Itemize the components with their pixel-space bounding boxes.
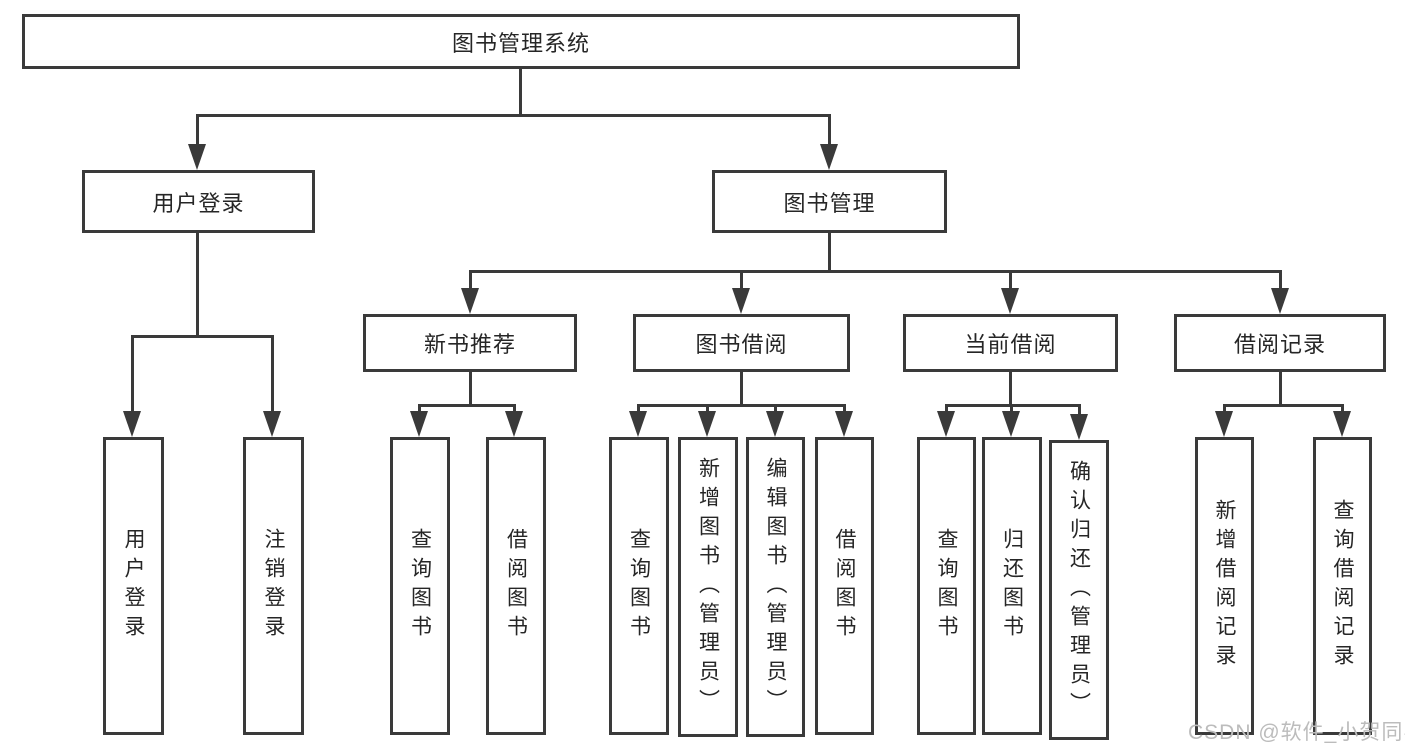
leaf-add-borrow-record-label: 新增借阅记录 bbox=[1213, 499, 1236, 673]
connector-leaf-drop bbox=[513, 404, 516, 414]
arrowhead-down-icon bbox=[123, 411, 141, 437]
leaf-query-books-current-label: 查询图书 bbox=[935, 528, 958, 644]
arrowhead-down-icon bbox=[1002, 411, 1020, 437]
connector-level3-drop bbox=[1009, 270, 1012, 290]
arrowhead-down-icon bbox=[461, 288, 479, 314]
connector-user-login-drop bbox=[196, 114, 199, 146]
connector-book-borrowing-stem bbox=[740, 372, 743, 406]
connector-book-management-stem bbox=[828, 233, 831, 273]
connector-book-borrowing-branch bbox=[637, 404, 845, 407]
leaf-add-borrow-record: 新增借阅记录 bbox=[1195, 437, 1254, 735]
arrowhead-down-icon bbox=[1070, 414, 1088, 440]
leaf-query-borrow-record-label: 查询借阅记录 bbox=[1331, 499, 1354, 673]
node-book-borrowing: 图书借阅 bbox=[633, 314, 850, 372]
arrowhead-down-icon bbox=[629, 411, 647, 437]
arrowhead-down-icon bbox=[698, 411, 716, 437]
connector-leaf-drop bbox=[418, 404, 421, 414]
node-book-borrowing-label: 图书借阅 bbox=[695, 332, 788, 357]
leaf-query-borrow-record: 查询借阅记录 bbox=[1313, 437, 1372, 735]
csdn-watermark: CSDN @软件_小贺同学 bbox=[1188, 716, 1405, 746]
connector-new-book-branch bbox=[418, 404, 515, 407]
leaf-borrow-books: 借阅图书 bbox=[815, 437, 874, 735]
node-book-management-label: 图书管理 bbox=[783, 190, 876, 216]
connector-level3-drop bbox=[740, 270, 743, 290]
connector-leaf-drop bbox=[1010, 404, 1013, 414]
leaf-query-books-recommend-label: 查询图书 bbox=[408, 528, 432, 644]
arrowhead-down-icon bbox=[263, 411, 281, 437]
arrowhead-down-icon bbox=[188, 144, 206, 170]
connector-leaf-drop bbox=[1223, 404, 1226, 414]
node-borrowing-records-label: 借阅记录 bbox=[1233, 332, 1326, 357]
leaf-borrow-books-recommend-label: 借阅图书 bbox=[504, 528, 528, 644]
arrowhead-down-icon bbox=[732, 288, 750, 314]
arrowhead-down-icon bbox=[1333, 411, 1351, 437]
connector-root-stem bbox=[519, 69, 522, 116]
node-new-book-recommend: 新书推荐 bbox=[363, 314, 577, 372]
leaf-return-books-label: 归还图书 bbox=[1000, 528, 1024, 644]
node-current-borrowing-label: 当前借阅 bbox=[964, 332, 1057, 357]
connector-level2-branch bbox=[197, 114, 831, 117]
arrowhead-down-icon bbox=[1215, 411, 1233, 437]
arrowhead-down-icon bbox=[937, 411, 955, 437]
connector-leaf-drop bbox=[945, 404, 948, 414]
leaf-query-books-current: 查询图书 bbox=[917, 437, 976, 735]
arrowhead-down-icon bbox=[766, 411, 784, 437]
connector-leaf-drop bbox=[1078, 404, 1081, 416]
node-root-label: 图书管理系统 bbox=[451, 30, 590, 56]
leaf-edit-books-admin-label: 编辑图书（管理员） bbox=[764, 456, 787, 718]
node-user-login: 用户登录 bbox=[82, 170, 315, 233]
leaf-return-books: 归还图书 bbox=[982, 437, 1042, 735]
connector-borrowing-records-stem bbox=[1279, 372, 1282, 406]
connector-new-book-stem bbox=[469, 372, 472, 406]
leaf-query-books-borrowing: 查询图书 bbox=[609, 437, 669, 735]
arrowhead-down-icon bbox=[1001, 288, 1019, 314]
connector-user-login-branch bbox=[132, 335, 274, 338]
connector-leaf-drop bbox=[271, 335, 274, 413]
connector-level3-drop bbox=[469, 270, 472, 290]
leaf-query-books-borrowing-label: 查询图书 bbox=[627, 528, 651, 644]
node-current-borrowing: 当前借阅 bbox=[903, 314, 1118, 372]
leaf-user-login-label: 用户登录 bbox=[122, 528, 145, 644]
node-borrowing-records: 借阅记录 bbox=[1174, 314, 1386, 372]
connector-leaf-drop bbox=[843, 404, 846, 414]
node-book-management: 图书管理 bbox=[712, 170, 947, 233]
leaf-add-books-admin-label: 新增图书（管理员） bbox=[696, 456, 720, 718]
node-user-login-label: 用户登录 bbox=[152, 190, 245, 216]
leaf-logout: 注销登录 bbox=[243, 437, 304, 735]
leaf-borrow-books-recommend: 借阅图书 bbox=[486, 437, 546, 735]
leaf-borrow-books-label: 借阅图书 bbox=[833, 528, 856, 644]
leaf-edit-books-admin: 编辑图书（管理员） bbox=[746, 437, 805, 737]
connector-level3-branch bbox=[469, 270, 1282, 273]
arrowhead-down-icon bbox=[835, 411, 853, 437]
connector-leaf-drop bbox=[131, 335, 134, 413]
connector-current-borrowing-stem bbox=[1009, 372, 1012, 406]
leaf-query-books-recommend: 查询图书 bbox=[390, 437, 450, 735]
connector-borrowing-records-branch bbox=[1223, 404, 1343, 407]
node-new-book-recommend-label: 新书推荐 bbox=[423, 332, 516, 357]
connector-leaf-drop bbox=[637, 404, 640, 414]
connector-level3-drop bbox=[1279, 270, 1282, 290]
leaf-confirm-return-admin: 确认归还（管理员） bbox=[1049, 440, 1109, 740]
csdn-watermark-text: CSDN @软件_小贺同学 bbox=[1188, 721, 1405, 744]
arrowhead-down-icon bbox=[505, 411, 523, 437]
leaf-logout-label: 注销登录 bbox=[262, 528, 285, 644]
leaf-confirm-return-admin-label: 确认归还（管理员） bbox=[1067, 459, 1091, 721]
connector-leaf-drop bbox=[774, 404, 777, 414]
arrowhead-down-icon bbox=[1271, 288, 1289, 314]
connector-leaf-drop bbox=[706, 404, 709, 414]
arrowhead-down-icon bbox=[410, 411, 428, 437]
leaf-user-login: 用户登录 bbox=[103, 437, 164, 735]
arrowhead-down-icon bbox=[820, 144, 838, 170]
leaf-add-books-admin: 新增图书（管理员） bbox=[678, 437, 738, 737]
node-root: 图书管理系统 bbox=[22, 14, 1020, 69]
connector-leaf-drop bbox=[1341, 404, 1344, 414]
connector-user-login-stem bbox=[196, 233, 199, 338]
connector-book-management-drop bbox=[828, 114, 831, 146]
